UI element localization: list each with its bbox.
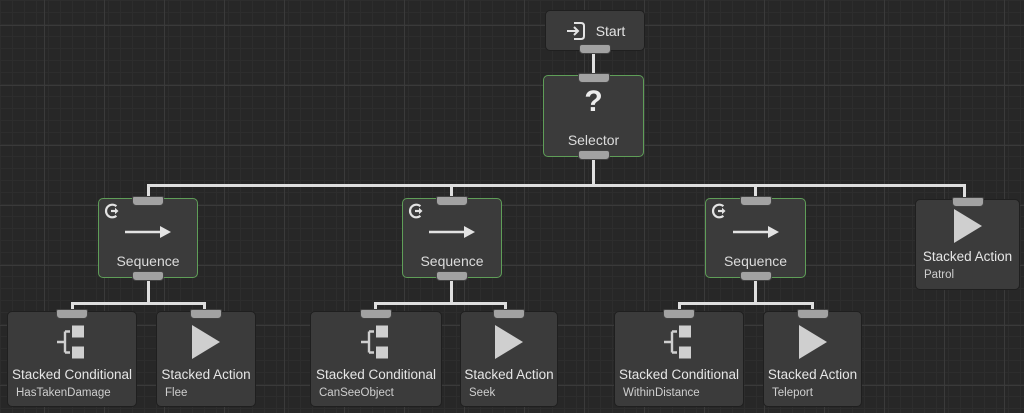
hastakendamage-input-port[interactable]: [56, 309, 88, 319]
edge-drop-sequence-1: [147, 184, 150, 200]
repeat-icon: [103, 202, 121, 220]
node-sequence-3[interactable]: Sequence: [705, 196, 806, 281]
edge-drop-hastakendamage: [71, 302, 74, 313]
enter-icon: [565, 20, 587, 42]
node-sequence-1[interactable]: Sequence: [98, 196, 198, 281]
edge-drop-sequence-3: [754, 184, 757, 200]
arrow-right-icon: [403, 225, 501, 239]
play-icon: [461, 318, 557, 366]
sequence3-input-port[interactable]: [739, 196, 772, 206]
edge-sequence3-stub: [754, 276, 757, 305]
edge-selector-children-rail: [147, 184, 966, 187]
leaf-title: Stacked Action: [161, 367, 251, 382]
leaf-title: Stacked Action: [464, 367, 554, 382]
selector-output-port[interactable]: [577, 150, 610, 160]
sequence1-output-port[interactable]: [132, 271, 164, 281]
node-selector-label: Selector: [567, 132, 620, 148]
node-stacked-action-flee[interactable]: Stacked Action Flee: [156, 309, 256, 407]
node-sequence-2[interactable]: Sequence: [402, 196, 502, 281]
leaf-subtitle: Teleport: [772, 387, 813, 399]
node-start-label: Start: [595, 22, 626, 39]
node-selector[interactable]: ? Selector: [543, 73, 644, 160]
leaf-title: Stacked Conditional: [315, 367, 437, 382]
arrow-right-icon: [99, 225, 197, 239]
play-icon: [764, 318, 861, 366]
edge-start-selector: [592, 51, 595, 77]
leaf-title: Stacked Conditional: [618, 367, 740, 382]
withindistance-input-port[interactable]: [663, 309, 695, 319]
patrol-input-port[interactable]: [951, 197, 984, 207]
flee-input-port[interactable]: [190, 309, 222, 319]
selector-input-port[interactable]: [577, 73, 610, 83]
leaf-subtitle: WithinDistance: [623, 387, 700, 399]
node-sequence-3-label: Sequence: [723, 253, 788, 269]
leaf-subtitle: Seek: [469, 387, 496, 399]
edge-drop-canseeobject: [374, 302, 377, 313]
seek-input-port[interactable]: [493, 309, 525, 319]
play-icon: [157, 318, 255, 366]
leaf-subtitle: HasTakenDamage: [16, 387, 111, 399]
arrow-right-icon: [706, 225, 805, 239]
edge-drop-patrol: [963, 184, 966, 201]
edge-drop-sequence-2: [450, 184, 453, 200]
question-mark-icon: ?: [584, 85, 603, 118]
edge-sequence1-stub: [147, 276, 150, 305]
node-stacked-action-seek[interactable]: Stacked Action Seek: [460, 309, 558, 407]
start-output-port[interactable]: [579, 44, 611, 54]
leaf-title: Stacked Action: [922, 249, 1013, 264]
node-stacked-conditional-canseeobject[interactable]: Stacked Conditional CanSeeObject: [310, 309, 442, 407]
node-stacked-action-teleport[interactable]: Stacked Action Teleport: [763, 309, 862, 407]
node-stacked-conditional-hastakendamage[interactable]: Stacked Conditional HasTakenDamage: [7, 309, 137, 407]
node-sequence-1-label: Sequence: [116, 253, 180, 269]
sequence2-output-port[interactable]: [436, 271, 468, 281]
leaf-title: Stacked Action: [767, 367, 858, 382]
sequence1-input-port[interactable]: [132, 196, 164, 206]
edge-sequence2-stub: [450, 276, 453, 305]
leaf-title: Stacked Conditional: [11, 367, 133, 382]
edge-drop-flee: [203, 302, 206, 313]
node-start[interactable]: Start: [545, 10, 645, 54]
edge-drop-withindistance: [678, 302, 681, 313]
edge-drop-seek: [504, 302, 507, 313]
edge-selector-stub: [592, 157, 595, 186]
branch-icon: [8, 318, 136, 366]
leaf-subtitle: CanSeeObject: [319, 387, 394, 399]
node-stacked-action-patrol[interactable]: Stacked Action Patrol: [915, 197, 1020, 290]
branch-icon: [615, 318, 743, 366]
leaf-subtitle: Patrol: [924, 269, 955, 281]
teleport-input-port[interactable]: [796, 309, 829, 319]
edge-sequence3-rail: [678, 302, 814, 305]
branch-icon: [311, 318, 441, 366]
edge-drop-teleport: [811, 302, 814, 313]
node-stacked-conditional-withindistance[interactable]: Stacked Conditional WithinDistance: [614, 309, 744, 407]
edge-sequence2-rail: [374, 302, 507, 305]
sequence3-output-port[interactable]: [739, 271, 772, 281]
edge-sequence1-rail: [71, 302, 206, 305]
repeat-icon: [710, 202, 728, 220]
play-icon: [916, 204, 1019, 248]
leaf-subtitle: Flee: [165, 387, 188, 399]
repeat-icon: [407, 202, 425, 220]
sequence2-input-port[interactable]: [436, 196, 468, 206]
canseeobject-input-port[interactable]: [360, 309, 392, 319]
node-sequence-2-label: Sequence: [420, 253, 484, 269]
